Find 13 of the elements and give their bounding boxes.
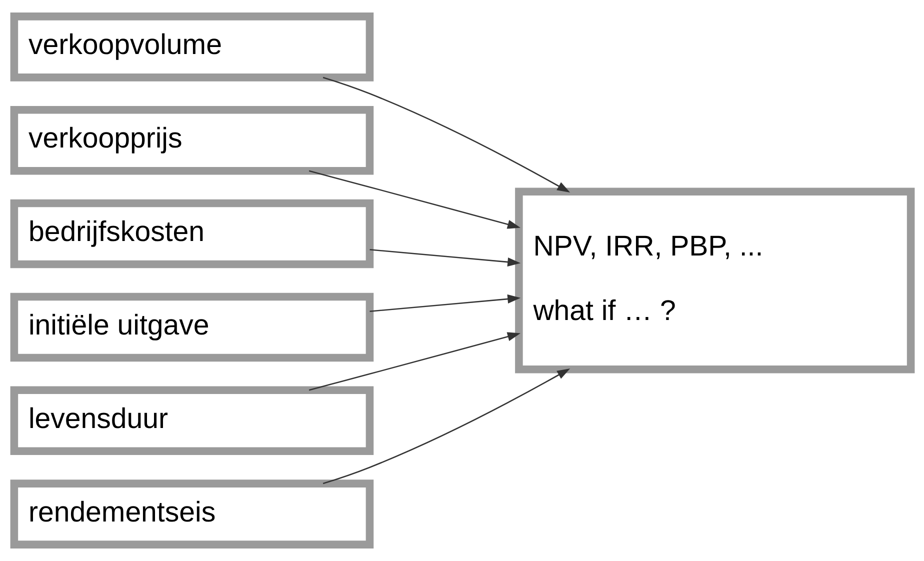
node-box: bedrijfskosten <box>10 199 374 268</box>
arrow <box>369 248 520 267</box>
node-box: NPV, IRR, PBP, ... what if … ? <box>514 188 914 374</box>
node-box: verkoopvolume <box>10 12 374 82</box>
node-box: initiële uitgave <box>10 292 374 362</box>
node-box: verkoopprijs <box>10 106 374 175</box>
arrow <box>308 332 520 391</box>
arrow <box>322 76 570 193</box>
arrow <box>322 368 570 484</box>
node-box: levensduur <box>10 386 374 456</box>
node-box: rendementseis <box>10 480 374 548</box>
arrow <box>308 170 520 229</box>
arrow <box>369 294 520 312</box>
